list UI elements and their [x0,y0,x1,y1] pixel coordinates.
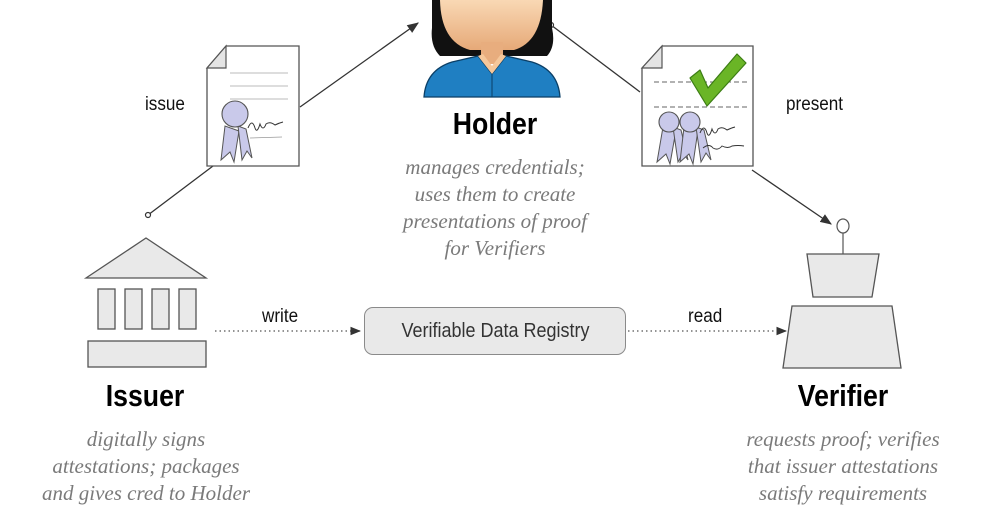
issuer-description-line: digitally signs [86,427,206,451]
holder-description-line: manages credentials; [405,155,585,179]
issuer-description-line: attestations; packages [52,454,240,478]
verifier-title: Verifier [797,378,889,413]
verifier-device-icon [782,218,902,369]
registry-label: Verifiable Data Registry [400,319,590,342]
holder-description: manages credentials; uses them to create… [345,154,645,262]
verifiable-data-registry-box: Verifiable Data Registry [364,307,626,355]
issuer-description: digitally signs attestations; packages a… [0,426,292,507]
verifier-description-line: satisfy requirements [758,481,928,505]
read-label: read [688,306,723,327]
verifier-description: requests proof; verifies that issuer att… [693,426,993,507]
issuer-description-line: and gives cred to Holder [41,481,250,505]
verifier-description-line: requests proof; verifies [746,427,940,451]
issue-arrow [144,22,419,219]
issue-label: issue [145,94,185,115]
holder-avatar-icon [423,0,561,98]
present-label: present [786,94,844,115]
issuer-building-icon [83,237,209,368]
holder-title: Holder [452,106,538,141]
checkmark-icon [689,53,747,107]
issuer-title: Issuer [105,378,185,413]
holder-description-line: presentations of proof [403,209,587,233]
holder-description-line: uses them to create [414,182,576,206]
holder-description-line: for Verifiers [444,236,546,260]
credential-document-icon [205,44,300,167]
write-label: write [262,306,299,327]
verifier-description-line: that issuer attestations [747,454,939,478]
